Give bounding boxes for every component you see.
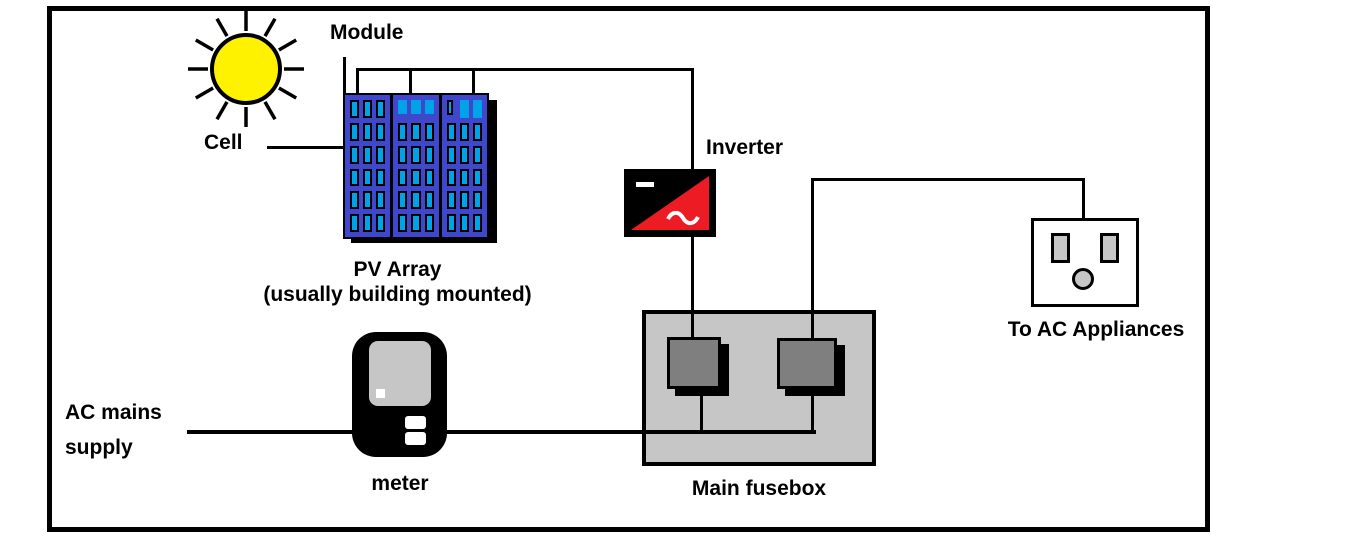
- pv-array: [343, 93, 489, 239]
- pv-cell: [472, 145, 482, 164]
- wire-fuse-left-bottom-over: [700, 389, 703, 433]
- pv-cell: [398, 122, 408, 141]
- pv-cell: [424, 100, 434, 115]
- meter-button-2: [405, 432, 426, 445]
- pv-cell: [459, 100, 469, 118]
- pv-cell: [363, 145, 373, 164]
- wire-module-pointer: [343, 57, 346, 94]
- inverter-label: Inverter: [706, 136, 784, 159]
- wire-pv-drop-2: [409, 70, 412, 94]
- outlet-ground-hole: [1072, 268, 1094, 290]
- pv-cell: [376, 168, 386, 187]
- pv-cell: [446, 122, 456, 141]
- module-label: Module: [330, 21, 404, 44]
- pv-cell: [459, 168, 469, 187]
- cell-label: Cell: [204, 131, 243, 154]
- meter-screen-cursor: [376, 389, 385, 398]
- meter-icon: [352, 332, 447, 457]
- inverter-icon: [624, 169, 716, 237]
- dc-symbol: [636, 182, 654, 187]
- pv-cell: [398, 191, 408, 210]
- pv-cell: [472, 122, 482, 141]
- ac-sine-symbol: [666, 210, 700, 226]
- pv-cell: [411, 214, 421, 232]
- pv-cell: [398, 214, 408, 232]
- pv-cell: [350, 100, 360, 118]
- pv-cell: [424, 122, 434, 141]
- pv-cell: [424, 168, 434, 187]
- pv-cell: [472, 191, 482, 210]
- fuse-left: [667, 337, 721, 389]
- pv-cell: [446, 145, 456, 164]
- pv-cell: [411, 191, 421, 210]
- meter-label: meter: [371, 472, 429, 495]
- pv-cell: [446, 214, 456, 232]
- pv-cell: [446, 100, 454, 116]
- wire-pv-drop-3: [472, 70, 475, 94]
- fuse-right: [777, 338, 837, 389]
- pv-cell: [398, 145, 408, 164]
- pv-module-2: [393, 95, 439, 237]
- pv-cell: [446, 168, 456, 187]
- wire-pv-bus: [356, 68, 694, 71]
- pv-cell: [459, 214, 469, 232]
- pv-cell: [472, 168, 482, 187]
- pv-array-sublabel: (usually building mounted): [263, 283, 532, 306]
- ac-outlet-icon: [1031, 218, 1139, 307]
- main-fusebox: [642, 310, 876, 466]
- pv-cell: [363, 214, 373, 232]
- pv-cell: [424, 214, 434, 232]
- pv-cell: [363, 168, 373, 187]
- outlet-slot-right: [1100, 233, 1119, 263]
- wire-fusebox-to-outlet-v: [811, 178, 814, 339]
- wire-ac-mains-over: [187, 430, 816, 434]
- pv-cell: [363, 122, 373, 141]
- pv-cell: [459, 122, 469, 141]
- pv-cell: [376, 191, 386, 210]
- outlet-slot-left: [1051, 233, 1070, 263]
- pv-cell: [376, 100, 386, 118]
- wire-cell-pointer: [267, 146, 355, 149]
- pv-cell: [424, 191, 434, 210]
- pv-cell: [376, 145, 386, 164]
- pv-cell: [350, 191, 360, 210]
- ac-mains-label-line1: AC mains: [65, 401, 162, 424]
- pv-cell: [363, 100, 373, 118]
- pv-cell: [411, 168, 421, 187]
- pv-cell: [411, 122, 421, 141]
- meter-screen: [369, 341, 431, 406]
- pv-module-3: [441, 95, 487, 237]
- pv-cell: [472, 100, 482, 118]
- pv-module-1: [345, 95, 391, 237]
- main-fusebox-label: Main fusebox: [691, 477, 827, 500]
- wire-fuse-left-top-over: [691, 310, 694, 337]
- to-ac-appliances-label: To AC Appliances: [1007, 318, 1185, 341]
- pv-cell: [411, 145, 421, 164]
- pv-cell: [459, 145, 469, 164]
- pv-cell: [446, 191, 456, 210]
- pv-cell: [411, 100, 421, 115]
- wire-outlet-bus-h: [811, 178, 1085, 181]
- pv-cell: [398, 100, 408, 115]
- pv-cell: [350, 214, 360, 232]
- pv-cell: [459, 191, 469, 210]
- wire-pv-drop-1: [356, 70, 359, 94]
- pv-cell: [350, 145, 360, 164]
- pv-cell: [350, 122, 360, 141]
- ac-mains-label-line2: supply: [65, 436, 133, 459]
- pv-cell: [376, 122, 386, 141]
- pv-cell: [363, 191, 373, 210]
- pv-cell: [398, 168, 408, 187]
- pv-cell: [472, 214, 482, 232]
- diagram-border: [47, 6, 1210, 532]
- pv-cell: [350, 168, 360, 187]
- wire-outlet-drop: [1082, 178, 1085, 219]
- meter-button-1: [405, 416, 426, 429]
- pv-array-label: PV Array: [353, 258, 442, 281]
- pv-cell: [376, 214, 386, 232]
- pv-cell: [424, 145, 434, 164]
- sun-icon: [188, 11, 304, 127]
